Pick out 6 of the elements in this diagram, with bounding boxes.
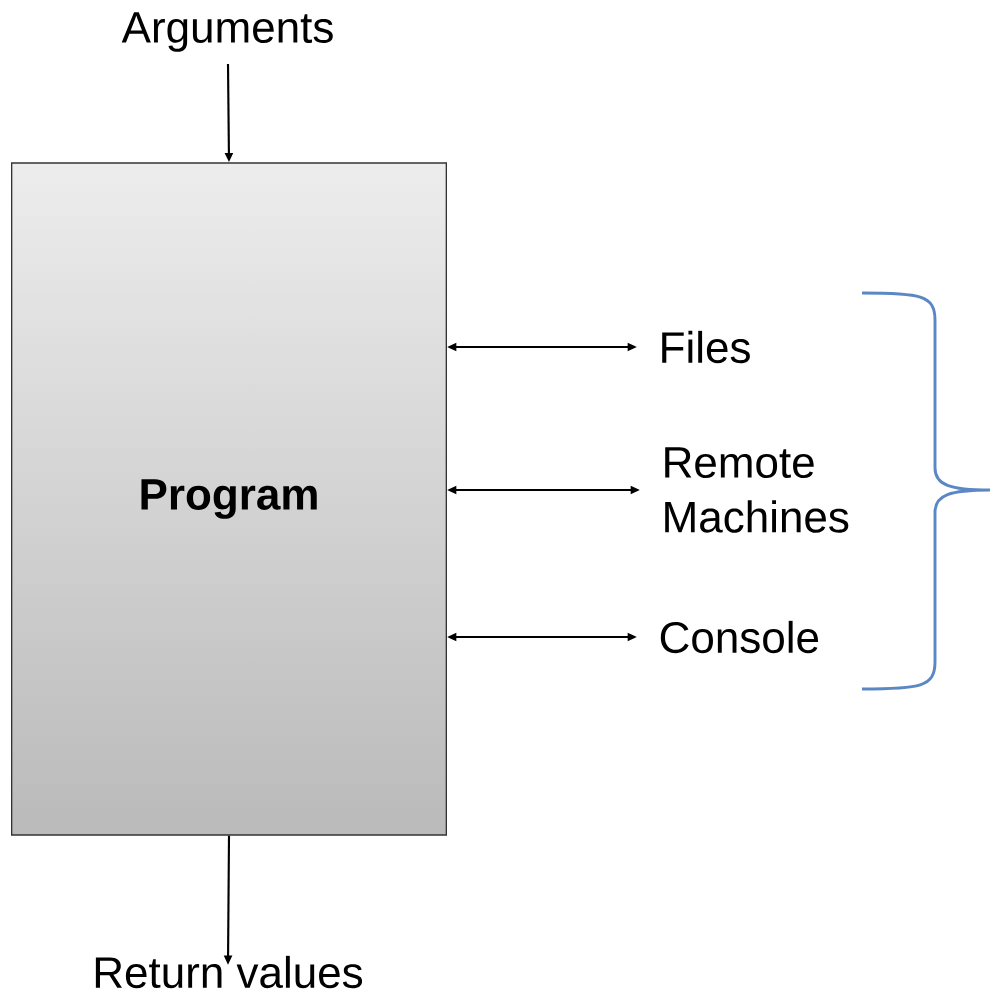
caption-text: Arguments xyxy=(121,12,333,52)
target-label: Remote Machines xyxy=(665,447,849,533)
target-label: Console xyxy=(660,620,819,654)
target-label: Files xyxy=(662,330,750,364)
caption-text: Return values xyxy=(95,955,363,989)
process-box: Program xyxy=(11,162,447,836)
